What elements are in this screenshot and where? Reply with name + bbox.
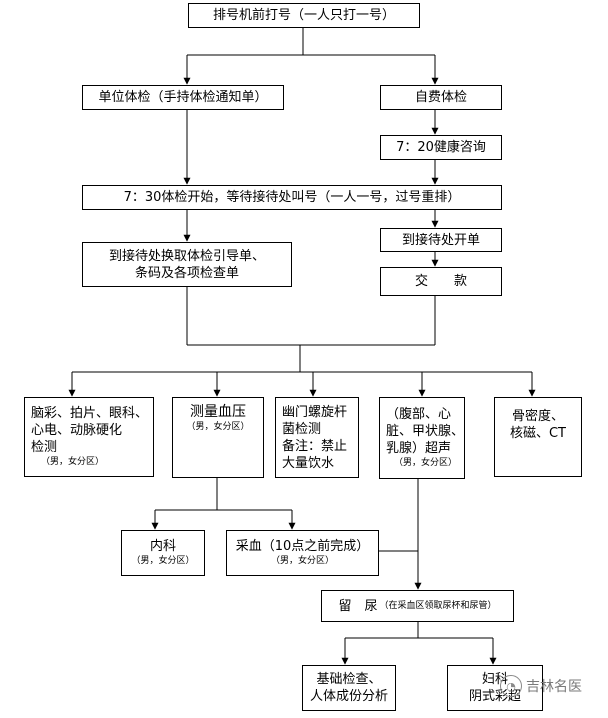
node-start-label: 7：30体检开始，等待接待处叫号（一人一号，过号重排） bbox=[123, 190, 461, 205]
node-unit-exam: 单位体检（手持体检通知单） bbox=[82, 85, 284, 110]
node-bp-note: （男，女分区） bbox=[186, 422, 250, 432]
node-urine-label: 留 尿 bbox=[338, 598, 378, 614]
node-pay-label: 交 款 bbox=[414, 274, 467, 289]
node-open-order-label: 到接待处开单 bbox=[401, 232, 480, 248]
watermark: ◔ 吉林名医 bbox=[500, 675, 582, 697]
node-internal: 内科 （男，女分区） bbox=[121, 530, 205, 576]
node-basic: 基础检查、 人体成份分析 bbox=[302, 665, 396, 711]
node-self-exam-label: 自费体检 bbox=[414, 90, 467, 105]
wechat-icon: ◔ bbox=[500, 675, 522, 697]
node-brain: 脑彩、拍片、眼科、 心电、动脉硬化 检测 （男，女分区） bbox=[24, 397, 154, 477]
node-queue-label: 排号机前打号（一人只打一号） bbox=[212, 8, 395, 23]
node-consult-label: 7：20健康咨询 bbox=[396, 140, 486, 155]
node-ultra: （腹部、心 脏、甲状腺、 乳腺）超声 （男，女分区） bbox=[379, 397, 465, 479]
node-bone-label: 骨密度、 核磁、CT bbox=[509, 409, 567, 441]
node-gyn: 妇科 阴式彩超 bbox=[447, 665, 543, 711]
node-consult: 7：20健康咨询 bbox=[380, 135, 502, 160]
node-blood: 采血（10点之前完成） （男，女分区） bbox=[226, 530, 379, 576]
node-get-forms: 到接待处换取体检引导单、 条码及各项检查单 bbox=[82, 242, 292, 287]
node-bone: 骨密度、 核磁、CT bbox=[494, 397, 582, 477]
node-brain-note: （男，女分区） bbox=[41, 457, 105, 467]
node-bp-label: 测量血压 bbox=[190, 404, 246, 420]
node-open-order: 到接待处开单 bbox=[380, 228, 502, 252]
node-start: 7：30体检开始，等待接待处叫号（一人一号，过号重排） bbox=[82, 185, 502, 210]
node-brain-label: 脑彩、拍片、眼科、 心电、动脉硬化 检测 bbox=[31, 406, 149, 455]
node-urine: 留 尿 （在采血区领取尿杯和尿管） bbox=[321, 590, 514, 622]
node-queue: 排号机前打号（一人只打一号） bbox=[188, 3, 420, 28]
node-blood-note: （男，女分区） bbox=[270, 556, 334, 566]
node-hp-label: 幽门螺旋杆 菌检测 备注：禁止 大量饮水 bbox=[282, 404, 348, 471]
node-basic-label: 基础检查、 人体成份分析 bbox=[309, 672, 388, 704]
node-unit-exam-label: 单位体检（手持体检通知单） bbox=[98, 90, 268, 105]
node-blood-label: 采血（10点之前完成） bbox=[235, 539, 370, 554]
node-get-forms-label: 到接待处换取体检引导单、 条码及各项检查单 bbox=[108, 248, 265, 281]
node-ultra-label: （腹部、心 脏、甲状腺、 乳腺）超声 bbox=[386, 407, 465, 456]
node-bp: 测量血压 （男，女分区） bbox=[172, 397, 264, 478]
node-self-exam: 自费体检 bbox=[380, 85, 502, 110]
node-pay: 交 款 bbox=[380, 267, 502, 296]
node-internal-note: （男，女分区） bbox=[131, 556, 195, 566]
watermark-text: 吉林名医 bbox=[526, 679, 582, 695]
node-internal-label: 内科 bbox=[149, 539, 176, 554]
node-hp: 幽门螺旋杆 菌检测 备注：禁止 大量饮水 bbox=[275, 397, 359, 478]
node-urine-note: （在采血区领取尿杯和尿管） bbox=[379, 600, 497, 611]
node-ultra-note: （男，女分区） bbox=[394, 458, 458, 468]
